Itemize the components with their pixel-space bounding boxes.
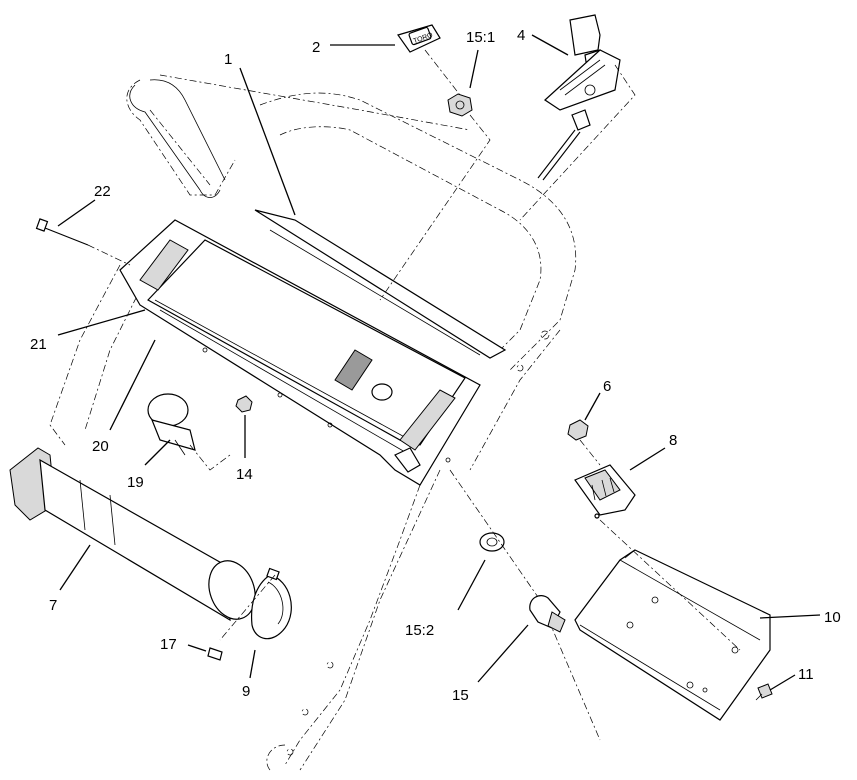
handle-grip [129,79,226,198]
callout-22: 22 [94,183,111,200]
bolt-11 [755,683,773,701]
callout-1: 1 [224,51,232,68]
panel-cover [254,209,507,359]
washer-15-2 [449,469,601,741]
screw-17 [207,647,223,661]
throttle-control [519,14,636,221]
control-panel-assembly [119,219,481,486]
callout-10: 10 [824,609,841,626]
callout-15-1: 15:1 [466,29,495,46]
relay-switch [574,464,636,519]
callout-6: 6 [603,378,611,395]
callout-4: 4 [517,27,525,44]
hose-clamp-strap [219,567,292,641]
callout-7: 7 [49,597,57,614]
callout-21: 21 [30,336,47,353]
callout-11: 11 [798,666,814,683]
ignition-key: TORO [397,24,461,96]
callout-17: 17 [160,636,177,653]
callout-labels: 1 2 15:1 4 22 21 20 19 14 6 8 7 10 11 15… [30,27,841,704]
bolt [35,218,131,266]
callout-14: 14 [236,466,253,483]
callout-20: 20 [92,438,109,455]
callout-8: 8 [669,432,677,449]
hex-nut-15-1 [379,93,491,301]
handle-frame-phantom [49,74,577,771]
callout-15-2: 15:2 [405,622,434,639]
mounting-bracket [574,519,771,721]
callout-2: 2 [312,39,320,56]
callout-15: 15 [452,687,469,704]
nut-6 [567,419,601,466]
tube-cylinder [9,447,256,622]
leader-lines [57,34,821,691]
choke-knob [147,393,231,471]
callout-9: 9 [242,683,250,700]
callout-19: 19 [127,474,144,491]
nut-14 [235,395,253,413]
switch-15 [529,595,566,633]
